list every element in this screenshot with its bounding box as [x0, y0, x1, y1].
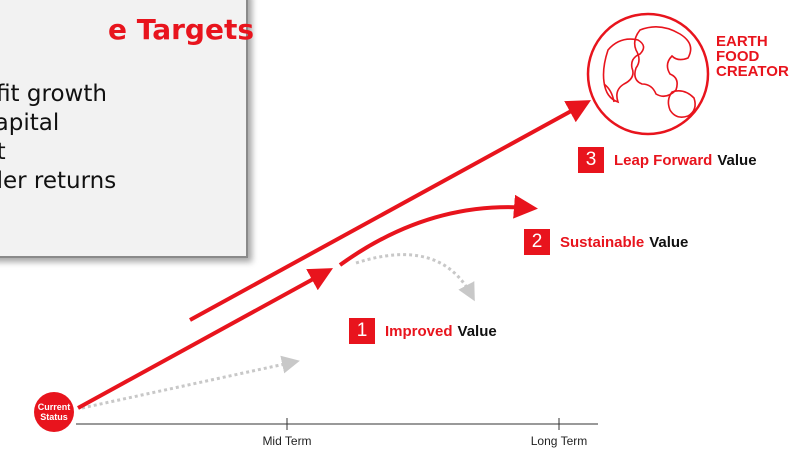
value-key: Sustainable [560, 233, 645, 251]
leap-forward-value-label: 3 Leap Forward Value [578, 147, 757, 173]
sustainable-dotted-arrow [355, 253, 475, 302]
status-line: Status [40, 412, 68, 422]
targets-title: e Targets [108, 13, 255, 46]
targets-list: ofit growth capital pt lder returns [0, 80, 116, 196]
targets-panel: e Targets ofit growth capital pt lder re… [0, 0, 254, 258]
sustainable-value-label: 2 Sustainable Value [524, 229, 688, 255]
logo-line: FOOD [716, 48, 760, 65]
number-badge: 1 [349, 318, 375, 344]
long-term-label: Long Term [530, 434, 588, 448]
logo-line: EARTH [716, 33, 768, 50]
improved-value-label: 1 Improved Value [349, 318, 497, 344]
sustainable-arrow [338, 194, 538, 267]
logo-line: CREATOR [716, 63, 789, 80]
improved-dotted-arrow [81, 355, 300, 410]
number-badge: 2 [524, 229, 550, 255]
value-key: Leap Forward [614, 151, 713, 169]
value-word: Value [457, 322, 497, 340]
target-item: lder returns [0, 168, 117, 194]
value-key: Improved [385, 322, 453, 340]
value-word: Value [717, 151, 757, 169]
globe-icon [586, 12, 710, 136]
target-item: capital [0, 110, 60, 136]
target-item: ofit growth [0, 81, 107, 107]
improved-arrow [77, 268, 334, 410]
status-line: Current [37, 402, 71, 412]
number-badge: 3 [578, 147, 604, 173]
target-item: pt [0, 139, 6, 165]
earth-food-creator-logo: EARTH FOOD CREATOR [716, 34, 789, 79]
current-status-badge: Current Status [34, 392, 74, 432]
value-word: Value [649, 233, 689, 251]
mid-term-label: Mid Term [262, 434, 312, 448]
leap-forward-arrow [189, 100, 592, 322]
